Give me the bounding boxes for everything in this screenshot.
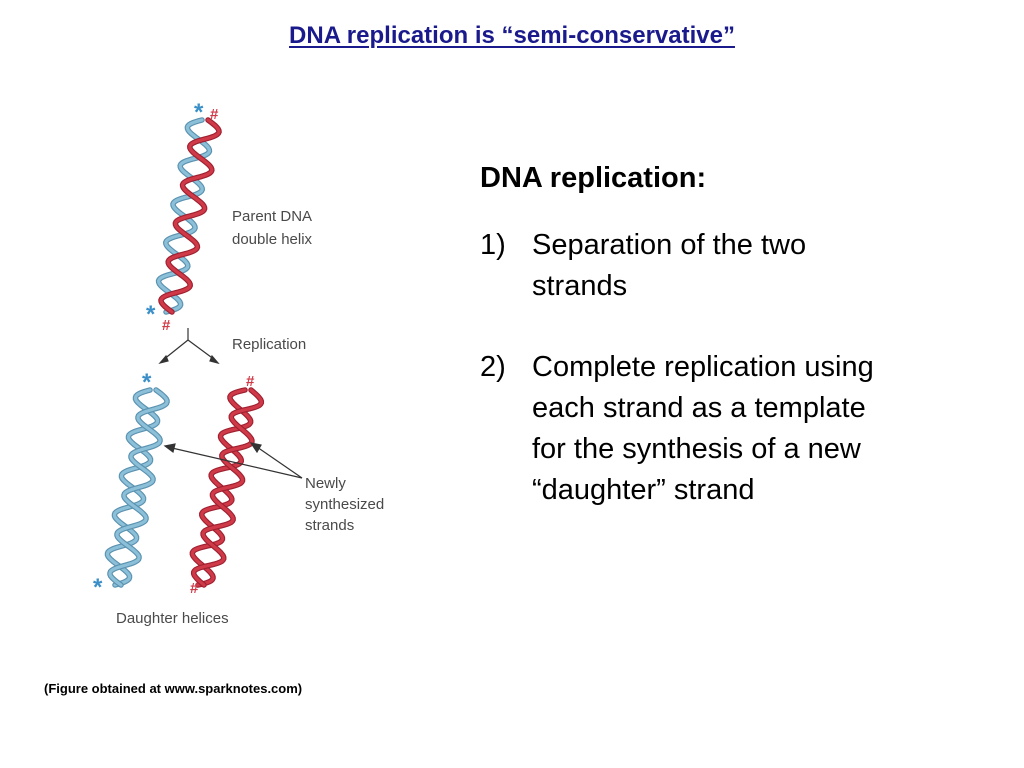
step-1-text: Separation of the two strands bbox=[532, 225, 1000, 307]
daughter-right-top-hash: # bbox=[246, 373, 255, 390]
parent-red-strand bbox=[158, 117, 222, 315]
panel-heading: DNA replication: bbox=[480, 162, 707, 194]
label-parent-dna: Parent DNA bbox=[232, 208, 312, 225]
daughter-left-bottom-star: * bbox=[93, 574, 103, 601]
daughter-left-new-strand bbox=[107, 387, 170, 588]
step-1-number: 1) bbox=[480, 229, 506, 261]
daughter-right-new-strand-fill bbox=[192, 388, 263, 587]
step-2-line: for the synthesis of a new bbox=[532, 433, 861, 465]
step-2-line: “daughter” strand bbox=[532, 474, 755, 506]
figure-source-note: (Figure obtained at www.sparknotes.com) bbox=[44, 681, 303, 696]
step-2: 2) Complete replication using each stran… bbox=[480, 347, 1000, 511]
daughter-left-top-star: * bbox=[142, 369, 152, 396]
step-1-line: strands bbox=[532, 270, 628, 302]
parent-red-strand-fill bbox=[159, 118, 221, 314]
explanation-panel: DNA replication: 1) Separation of the tw… bbox=[480, 162, 1000, 551]
slide-title: DNA replication is “semi-conservative” bbox=[289, 22, 735, 49]
helix-layer bbox=[104, 117, 265, 588]
replication-branch-arrows bbox=[158, 328, 220, 365]
step-2-number: 2) bbox=[480, 351, 506, 383]
label-double-helix: double helix bbox=[232, 231, 313, 248]
daughter-left-new-strand-fill bbox=[108, 388, 169, 587]
label-newly: Newly bbox=[305, 475, 346, 492]
step-2-text: Complete replication using each strand a… bbox=[532, 347, 1000, 511]
daughter-right-bottom-hash: # bbox=[190, 580, 199, 597]
label-replication: Replication bbox=[232, 336, 306, 353]
parent-bottom-hash: # bbox=[162, 317, 171, 334]
label-strands: strands bbox=[305, 517, 354, 534]
daughter-right-new-strand bbox=[190, 387, 265, 588]
label-synthesized: synthesized bbox=[305, 496, 384, 513]
step-1-line: Separation of the two bbox=[532, 229, 807, 261]
label-daughter-helices: Daughter helices bbox=[116, 610, 229, 627]
step-2-line: Complete replication using bbox=[532, 351, 874, 383]
parent-top-hash: # bbox=[210, 106, 219, 123]
step-1: 1) Separation of the two strands bbox=[480, 225, 1000, 307]
dna-replication-figure: * # * # * # * # Parent DNA double helix … bbox=[93, 99, 384, 627]
parent-bottom-star: * bbox=[146, 301, 156, 328]
step-2-line: each strand as a template bbox=[532, 392, 866, 424]
newly-synthesized-pointers bbox=[163, 442, 303, 479]
parent-top-star: * bbox=[194, 99, 204, 126]
